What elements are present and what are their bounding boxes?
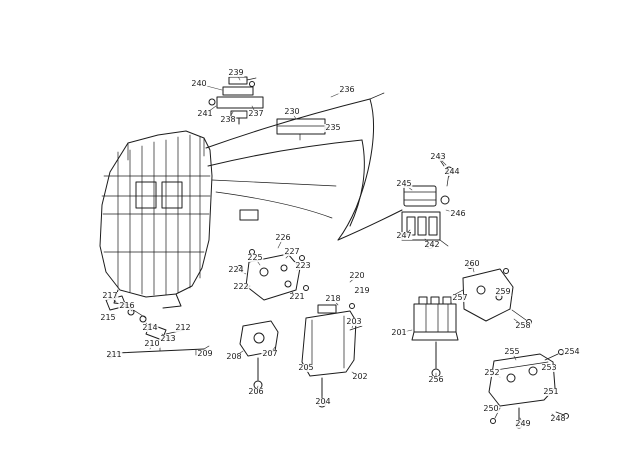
valve-block-drawing (401, 155, 453, 249)
linkage-rod-drawing (107, 345, 210, 359)
leader-lines (107, 72, 573, 425)
leader-line (511, 351, 517, 361)
leader-line (491, 372, 501, 378)
leader-line (351, 371, 361, 378)
leader-line (204, 105, 217, 115)
mount-bracket-drawing (301, 303, 363, 408)
leader-line (445, 209, 459, 215)
leader-line (471, 263, 475, 273)
leader-line (349, 275, 358, 283)
leader-line (351, 321, 355, 329)
leader-line (403, 183, 413, 191)
linkage-bracket-drawing (237, 249, 311, 301)
leader-line (254, 257, 261, 266)
leader-line (204, 349, 207, 355)
leader-line (107, 314, 117, 319)
leader-line (149, 343, 153, 350)
leader-line (277, 237, 284, 249)
small-bracket-drawing (239, 320, 279, 390)
control-valve-drawing (411, 296, 459, 378)
leader-line (551, 413, 559, 420)
leader-line (490, 404, 499, 410)
leader-line (332, 298, 339, 306)
leader-line (541, 367, 550, 370)
pump-assembly-drawing (208, 76, 264, 125)
support-bracket-drawing (451, 263, 532, 325)
leader-line (240, 285, 251, 288)
frame-rails-drawing (205, 92, 403, 241)
leader-line (353, 290, 363, 294)
lower-bracket-drawing (488, 349, 569, 429)
leader-line (305, 363, 311, 369)
leader-line (513, 318, 524, 327)
leader-line (113, 351, 121, 356)
main-housing-drawing (99, 130, 213, 309)
leader-line (198, 83, 223, 91)
leader-line (543, 389, 552, 393)
leader-line (251, 105, 257, 115)
leader-line (269, 346, 276, 355)
leader-line (398, 329, 413, 334)
leader-line (233, 350, 244, 358)
leader-line (291, 291, 298, 298)
clevis-parts-drawing (105, 295, 185, 341)
leader-line (324, 126, 334, 129)
leader-line (291, 111, 297, 120)
leader-line (330, 89, 348, 98)
